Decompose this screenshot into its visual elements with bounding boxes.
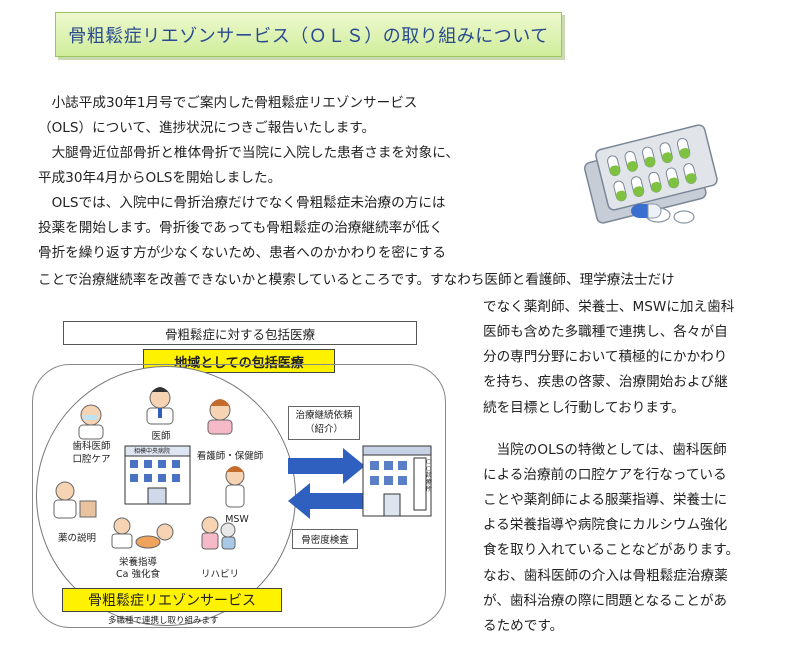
diagram-subheader: 地域としての包括医療 bbox=[143, 349, 335, 373]
para4-line6: なお、歯科医師の介入は骨粗鬆症治療薬 bbox=[483, 568, 728, 584]
hospital-icon bbox=[124, 445, 191, 505]
care-diagram: 骨粗鬆症に対する包括医療 地域としての包括医療 bbox=[30, 318, 450, 638]
msw-label: MSW bbox=[225, 514, 249, 525]
nurse-label: 看護師・保健師 bbox=[196, 451, 264, 462]
para4-line5: 食を取り入れていることなどがあります。 bbox=[483, 542, 740, 558]
pharmacist-icon bbox=[53, 481, 97, 519]
diagram-footer: 骨粗鬆症リエゾンサービス bbox=[62, 588, 282, 612]
rehab-icon bbox=[201, 516, 236, 550]
dentist-icon bbox=[78, 404, 104, 440]
dentist-label: 歯科医師口腔ケア bbox=[72, 441, 111, 465]
arrow-right-icon bbox=[288, 448, 365, 484]
para3-line2: 投薬を開始します。骨折後であっても骨粗鬆症の治療継続率が低く bbox=[38, 220, 443, 236]
rehab-label: リハビリ bbox=[200, 569, 239, 580]
para3-right-line5: 続を目標とし行動しております。 bbox=[483, 400, 685, 416]
para4-line1: 当院のOLSの特徴としては、歯科医師 bbox=[483, 442, 727, 458]
clinic-sign: ○○診療所 bbox=[426, 458, 433, 493]
para3-right-line2: 医師も含めた多職種で連携し、各々が自 bbox=[483, 324, 728, 340]
nutrition-icon bbox=[111, 517, 174, 549]
nurse-icon bbox=[207, 399, 233, 435]
para3-right-line4: を持ち、疾患の啓蒙、治療開始および継 bbox=[483, 374, 728, 390]
para4-line7: が、歯科治療の際に問題となることがあ bbox=[483, 593, 728, 609]
density-label: 骨密度検査 bbox=[292, 529, 358, 549]
para3-line4: ことで治療継続率を改善できないかと模索しているところです。すなわち医師と看護師、… bbox=[38, 272, 675, 288]
para3-right-line3: 分の専門分野において積極的にかかわり bbox=[483, 349, 728, 365]
para3-line3: 骨折を繰り返す方が少なくないため、患者へのかかわりを密にする bbox=[38, 245, 446, 261]
diagram-footer-note: 多職種で連携し取り組みます bbox=[108, 616, 219, 626]
diagram-figures bbox=[53, 387, 432, 550]
para3-right-line1: でなく薬剤師、栄養士、MSWに加え歯科 bbox=[483, 299, 735, 315]
diagram-boundary bbox=[32, 364, 446, 628]
pharmacist-label: 薬の説明 bbox=[57, 533, 96, 544]
para4-line4: よる栄養指導や病院食にカルシウム強化 bbox=[483, 517, 728, 533]
para4-line2: による治療前の口腔ケアを行なっている bbox=[483, 467, 727, 483]
doctor-label: 医師 bbox=[151, 431, 171, 442]
arrow-left-icon bbox=[288, 483, 365, 519]
para2-line2: 平成30年4月からOLSを開始しました。 bbox=[38, 170, 282, 186]
para1-line1: 小誌平成30年1月号でご案内した骨粗鬆症リエゾンサービス bbox=[38, 95, 418, 111]
para4-line3: ことや薬剤師による服薬指導、栄養士に bbox=[483, 492, 728, 508]
para1-line2: （OLS）について、進捗状況につきご報告いたします。 bbox=[38, 120, 376, 136]
para2-line1: 大腿骨近位部骨折と椎体骨折で当院に入院した患者さまを対象に、 bbox=[38, 145, 459, 161]
pill-blister-illustration bbox=[583, 124, 718, 224]
msw-icon bbox=[225, 466, 245, 508]
page-title: 骨粗鬆症リエゾンサービス（ＯＬＳ）の取り組みについて bbox=[55, 12, 562, 57]
hospital-sign: 相模中央病院 bbox=[134, 448, 171, 455]
referral-label: 治療継続依頼（紹介） bbox=[288, 406, 360, 440]
para3-line1: OLSでは、入院中に骨折治療だけでなく骨粗鬆症未治療の方には bbox=[38, 195, 446, 211]
doctor-icon bbox=[146, 387, 174, 425]
diagram-header: 骨粗鬆症に対する包括医療 bbox=[63, 321, 417, 345]
para4-line8: るためです。 bbox=[483, 618, 564, 634]
clinic-icon bbox=[362, 445, 432, 517]
